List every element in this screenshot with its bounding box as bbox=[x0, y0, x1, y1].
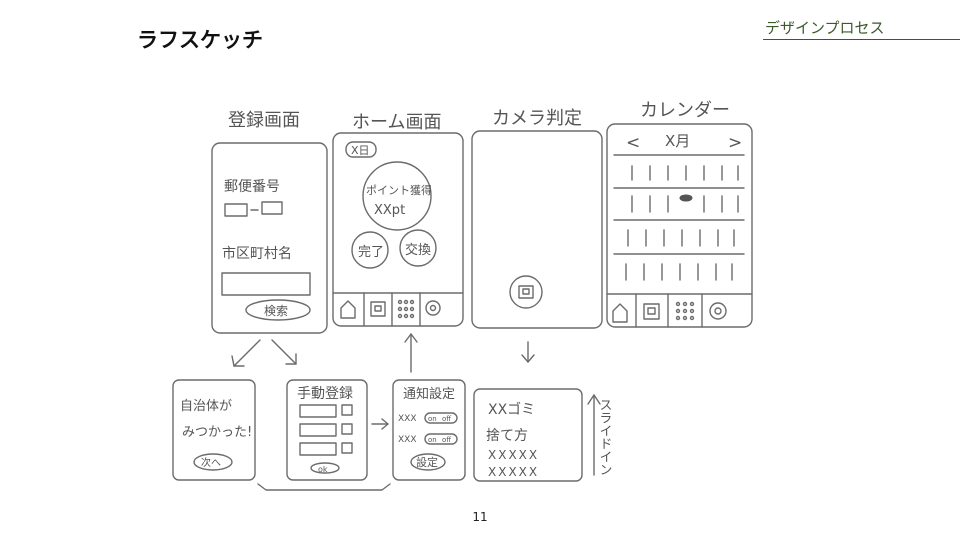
guide-line2: 捨て方 bbox=[486, 427, 528, 444]
notify-row1-on: on bbox=[428, 415, 437, 423]
city-name-label: 市区町村名 bbox=[222, 245, 292, 262]
registration-screen-sketch: 登録画面 郵便番号 市区町村名 検索 bbox=[211, 110, 328, 334]
guide-line1: XXゴミ bbox=[488, 401, 535, 418]
notify-row1-off: off bbox=[442, 415, 451, 423]
slide-in-annotation: スライドイン bbox=[587, 394, 612, 476]
page-number: 11 bbox=[472, 510, 488, 524]
calendar-heading: カレンダー bbox=[640, 100, 730, 121]
grid-icon bbox=[675, 301, 695, 321]
notify-row2-off: off bbox=[442, 436, 451, 444]
gear-icon bbox=[709, 302, 727, 320]
camera-screen-sketch: カメラ判定 bbox=[471, 108, 603, 329]
registration-heading: 登録画面 bbox=[228, 110, 300, 131]
guide-line4: XXXXX bbox=[488, 465, 539, 479]
calendar-screen-sketch: カレンダー < X月 > bbox=[606, 100, 753, 328]
home-heading: ホーム画面 bbox=[352, 112, 441, 133]
calendar-prev: < bbox=[626, 133, 640, 153]
camera-icon bbox=[643, 303, 660, 320]
notify-row1-label: XXX bbox=[398, 414, 417, 424]
section-underline bbox=[763, 39, 960, 40]
calendar-month-label: X月 bbox=[665, 132, 690, 150]
home-icon bbox=[340, 300, 356, 319]
arrow-registration-to-found bbox=[231, 339, 261, 367]
home-date-badge: X日 bbox=[351, 144, 370, 157]
notify-screen-sketch: 通知設定 XXX on off XXX on off 設定 bbox=[392, 379, 466, 481]
registration-search-button: 検索 bbox=[264, 304, 288, 318]
notify-row2-label: XXX bbox=[398, 435, 417, 445]
home-exchange-button: 交換 bbox=[405, 242, 431, 258]
camera-heading: カメラ判定 bbox=[492, 108, 582, 129]
page-title: ラフスケッチ bbox=[137, 28, 263, 52]
arrow-manual-to-notify bbox=[371, 418, 389, 430]
guide-line3: XXXXX bbox=[488, 448, 539, 462]
home-icon bbox=[612, 303, 628, 323]
postal-code-label: 郵便番号 bbox=[224, 179, 280, 195]
arrow-registration-to-manual bbox=[271, 339, 297, 365]
home-screen-sketch: ホーム画面 X日 ポイント獲得 XXpt 完了 交換 bbox=[332, 112, 464, 327]
slide-in-label: スライドイン bbox=[597, 398, 612, 476]
guide-screen-sketch: XXゴミ 捨て方 XXXXX XXXXX bbox=[473, 388, 583, 482]
section-label: デザインプロセス bbox=[765, 19, 885, 37]
calendar-next: > bbox=[728, 133, 742, 153]
found-next-button: 次へ bbox=[201, 456, 221, 469]
notify-save-button: 設定 bbox=[416, 455, 438, 469]
notify-heading: 通知設定 bbox=[403, 386, 455, 402]
calendar-selected-day bbox=[679, 194, 693, 202]
manual-heading: 手動登録 bbox=[297, 386, 353, 402]
camera-icon bbox=[370, 301, 386, 317]
connector-bottom bbox=[257, 483, 391, 491]
arrow-camera-to-guide bbox=[521, 341, 535, 363]
found-screen-sketch: 自治体が みつかった! 次へ bbox=[172, 379, 256, 481]
grid-icon bbox=[397, 299, 415, 319]
notify-row2-on: on bbox=[428, 436, 437, 444]
manual-ok-button: ok bbox=[318, 465, 328, 474]
arrow-notify-to-home bbox=[404, 333, 418, 373]
home-points-label: ポイント獲得 bbox=[366, 184, 432, 197]
home-done-button: 完了 bbox=[358, 245, 384, 260]
found-line1: 自治体が bbox=[180, 399, 232, 414]
home-points-value: XXpt bbox=[374, 203, 405, 218]
gear-icon bbox=[425, 300, 441, 316]
manual-screen-sketch: 手動登録 ok bbox=[286, 379, 368, 481]
calendar-grid bbox=[613, 165, 745, 281]
found-line2: みつかった! bbox=[182, 425, 252, 440]
